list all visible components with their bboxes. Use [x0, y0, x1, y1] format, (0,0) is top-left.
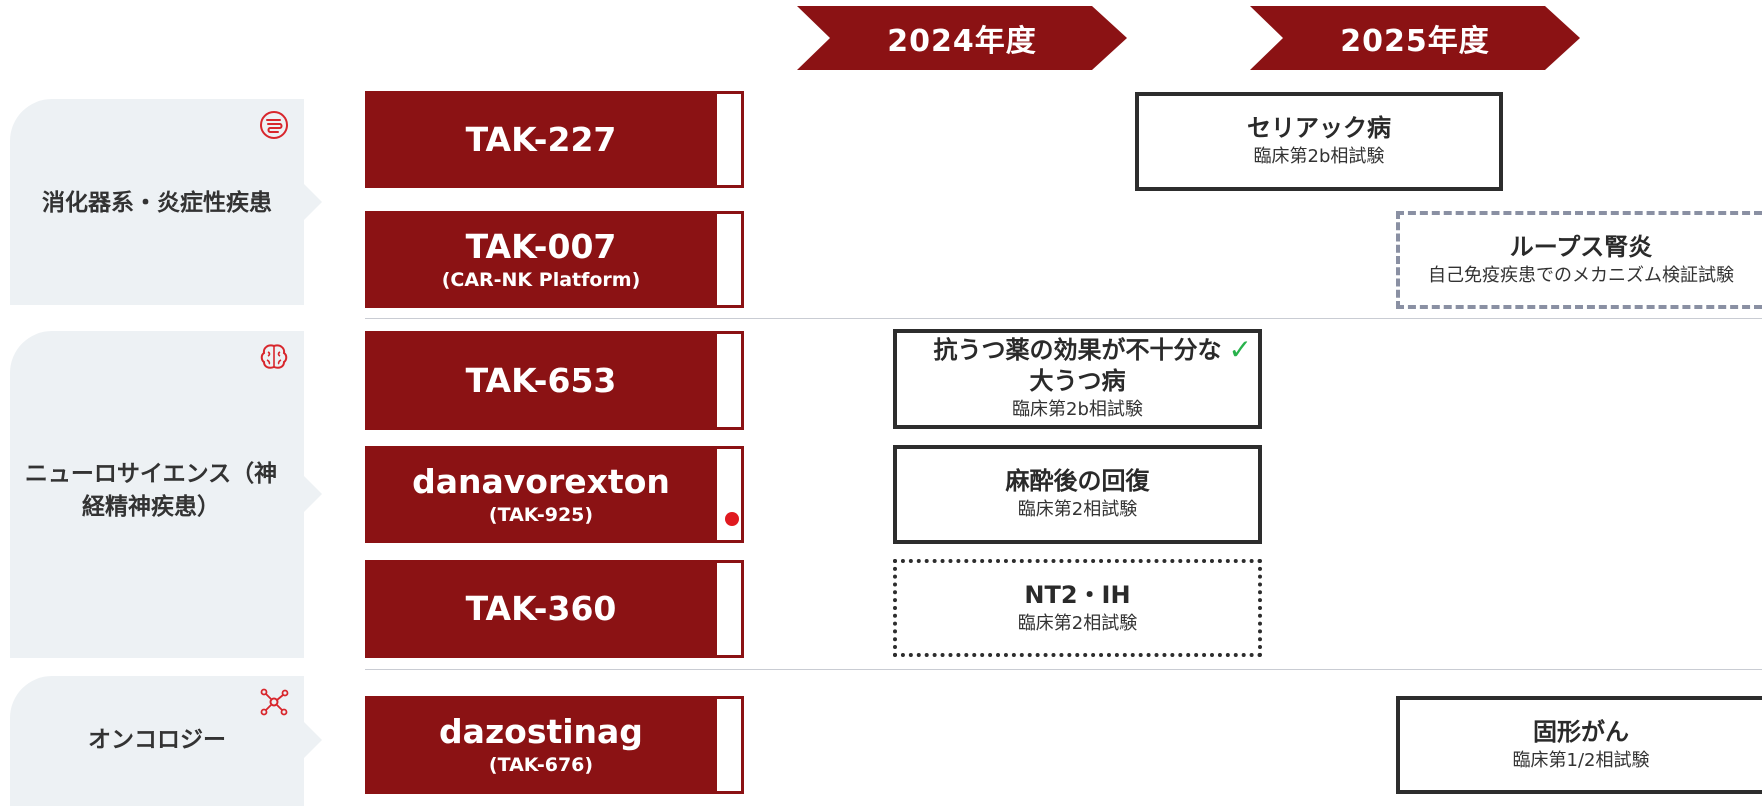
drug-label: TAK-360 [365, 560, 717, 658]
trial-phase: 臨床第2相試験 [1017, 612, 1138, 634]
category-gi-inflammation: 消化器系・炎症性疾患 [10, 99, 322, 305]
drug-status-tab [717, 560, 744, 658]
trial-title: NT2・IH [1024, 580, 1131, 609]
year-header-2025: 2025年度 [1250, 6, 1580, 70]
trial-phase: 臨床第2相試験 [1017, 499, 1138, 520]
trial-box: セリアック病 臨床第2b相試験 [1135, 92, 1503, 191]
trial-title: 抗うつ薬の効果が不十分な大うつ病 [933, 336, 1222, 395]
gut-icon [260, 111, 288, 139]
trial-title: 固形がん [1533, 717, 1629, 746]
trial-title: 麻酔後の回復 [1005, 467, 1150, 495]
drug-subname: (TAK-676) [488, 754, 594, 776]
check-icon: ✓ [1228, 333, 1252, 366]
drug-status-tab [717, 331, 744, 430]
drug-name: TAK-007 [465, 226, 617, 266]
drug-label: dazostinag (TAK-676) [365, 696, 717, 794]
trial-box: NT2・IH 臨床第2相試験 [893, 559, 1262, 657]
drug-label: danavorexton (TAK-925) [365, 446, 717, 543]
status-dot-icon [725, 512, 739, 526]
category-name: オンコロジー [88, 727, 226, 753]
drug-status-tab [717, 211, 744, 308]
year-header-2024: 2024年度 [797, 6, 1127, 70]
trial-box: 麻酔後の回復 臨床第2相試験 [893, 445, 1262, 544]
chevron-shape [1250, 6, 1580, 70]
trial-box: ループス腎炎 自己免疫疾患でのメカニズム検証試験 [1396, 211, 1762, 309]
drug-label: TAK-007 (CAR-NK Platform) [365, 211, 717, 308]
drug-name: TAK-653 [465, 360, 617, 400]
year-label: 2025年度 [1340, 24, 1490, 59]
trial-phase: 臨床第2b相試験 [1253, 146, 1385, 167]
trial-title: セリアック病 [1247, 114, 1391, 142]
drug-name: dazostinag [439, 712, 643, 751]
molecule-icon [260, 688, 289, 716]
trial-box: ✓ 抗うつ薬の効果が不十分な大うつ病 臨床第2b相試験 [893, 329, 1262, 429]
row-divider [365, 318, 1762, 319]
trial-title: ループス腎炎 [1509, 232, 1653, 261]
brain-icon [260, 344, 288, 369]
drug-status-tab [717, 446, 744, 543]
trial-box: 固形がん 臨床第1/2相試験 [1396, 696, 1762, 794]
drug-subname: (CAR-NK Platform) [441, 268, 641, 291]
trial-phase: 自己免疫疾患でのメカニズム検証試験 [1428, 264, 1734, 286]
drug-label: TAK-227 [365, 91, 717, 188]
chevron-shape [797, 6, 1127, 70]
trial-phase: 臨床第2b相試験 [1012, 399, 1143, 420]
category-neuroscience: ニューロサイエンス（神経精神疾患） [10, 331, 322, 658]
drug-label: TAK-653 [365, 331, 717, 430]
drug-name: TAK-227 [465, 119, 617, 159]
drug-status-tab [717, 91, 744, 188]
row-divider [365, 669, 1762, 670]
category-name: ニューロサイエンス（神経精神疾患） [24, 461, 278, 520]
drug-status-tab [717, 696, 744, 794]
drug-name: danavorexton [412, 461, 670, 501]
category-name: 消化器系・炎症性疾患 [42, 190, 272, 216]
drug-name: TAK-360 [465, 589, 617, 628]
category-oncology: オンコロジー [10, 676, 322, 806]
year-label: 2024年度 [887, 24, 1037, 59]
drug-subname: (TAK-925) [488, 503, 594, 526]
trial-phase: 臨床第1/2相試験 [1512, 749, 1650, 771]
